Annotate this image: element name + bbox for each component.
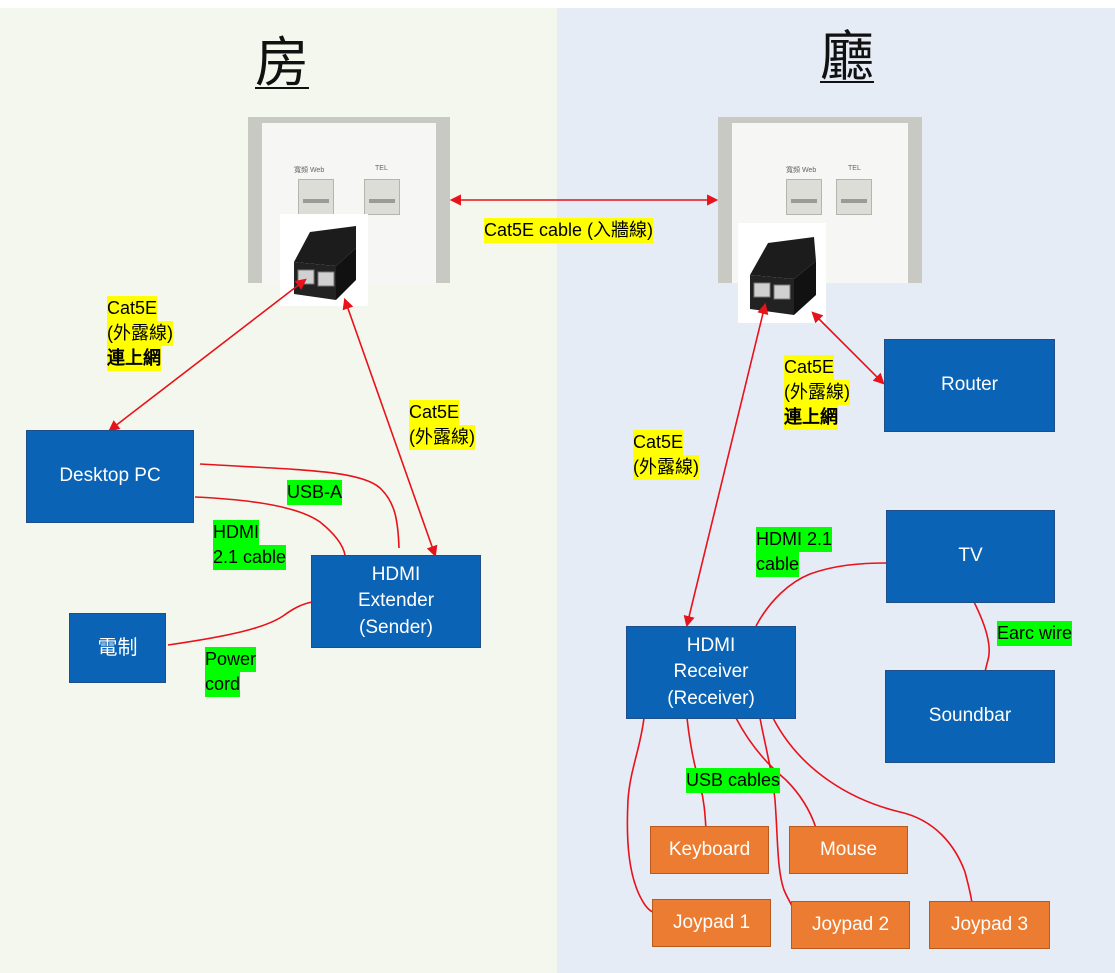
cat5e-in-wall-label: Cat5E cable (入牆線) xyxy=(484,218,654,243)
livingroom-net-label: Cat5E (外露線) 連上網 xyxy=(784,355,850,430)
hdmi-extender-line-1: HDMI xyxy=(371,563,421,585)
hdmi-receiver-line-3: (Receiver) xyxy=(667,687,755,709)
hdmi-extender-line-2: Extender xyxy=(357,590,435,612)
tv-box: TV xyxy=(886,510,1055,603)
joypad-3-box: Joypad 3 xyxy=(929,901,1050,949)
usb-joypad3-cable xyxy=(772,717,973,904)
joypad-1-box: Joypad 1 xyxy=(652,899,771,947)
usb-joypad2-cable xyxy=(759,717,793,907)
hdmi-receiver-line-1: HDMI xyxy=(686,634,736,656)
earc-cable xyxy=(973,601,990,675)
joypad-2-box: Joypad 2 xyxy=(791,901,910,949)
joypad-2-label: Joypad 2 xyxy=(811,913,890,935)
power-box-label: 電制 xyxy=(97,637,138,659)
hdmi-left-label: HDMI 2.1 cable xyxy=(213,520,287,570)
usb-a-cable xyxy=(199,463,400,549)
power-box: 電制 xyxy=(69,613,166,683)
hdmi-right-label: HDMI 2.1 cable xyxy=(756,527,833,577)
hdmi-extender-line-3: (Sender) xyxy=(359,616,433,638)
router-box: Router xyxy=(884,339,1055,432)
mouse-box: Mouse xyxy=(789,826,908,874)
hdmi-receiver-box: HDMI Receiver (Receiver) xyxy=(626,626,796,719)
bedroom-net-label: Cat5E (外露線) 連上網 xyxy=(107,296,173,371)
cat5e-livingroom-receiver-cable xyxy=(683,302,769,628)
joypad-3-label: Joypad 3 xyxy=(950,913,1029,935)
soundbar-box: Soundbar xyxy=(885,670,1055,763)
router-label: Router xyxy=(940,374,999,396)
earc-label: Earc wire xyxy=(997,621,1073,646)
usb-joypad1-cable xyxy=(626,717,654,913)
tv-label: TV xyxy=(958,545,983,567)
usb-a-label: USB-A xyxy=(287,480,343,505)
desktop-pc-box: Desktop PC xyxy=(26,430,194,523)
cat5e-livingroom-router-cable xyxy=(811,311,885,385)
soundbar-label: Soundbar xyxy=(928,705,1012,727)
keyboard-label: Keyboard xyxy=(668,838,751,860)
mouse-label: Mouse xyxy=(819,838,878,860)
cat5e-bedroom-extender-cable xyxy=(342,297,438,558)
bedroom-title: 房 xyxy=(255,31,309,94)
livingroom-receiver-cat5e-label: Cat5E (外露線) xyxy=(633,430,699,480)
living-room-title: 廳 xyxy=(820,25,874,88)
power-cord-cable xyxy=(167,601,313,646)
hdmi-receiver-line-2: Receiver xyxy=(673,661,749,683)
power-cord-label: Power cord xyxy=(205,647,257,697)
bedroom-extender-cat5e-label: Cat5E (外露線) xyxy=(409,400,475,450)
hdmi-left-cable xyxy=(194,496,346,556)
keyboard-box: Keyboard xyxy=(650,826,769,874)
desktop-pc-label: Desktop PC xyxy=(59,465,161,487)
usb-mouse-cable xyxy=(735,717,817,829)
hdmi-extender-sender-box: HDMI Extender (Sender) xyxy=(311,555,481,648)
usb-cables-label: USB cables xyxy=(686,768,781,793)
cat5e-bedroom-net-cable xyxy=(108,278,307,432)
joypad-1-label: Joypad 1 xyxy=(672,911,751,933)
hdmi-right-cable xyxy=(755,562,888,627)
